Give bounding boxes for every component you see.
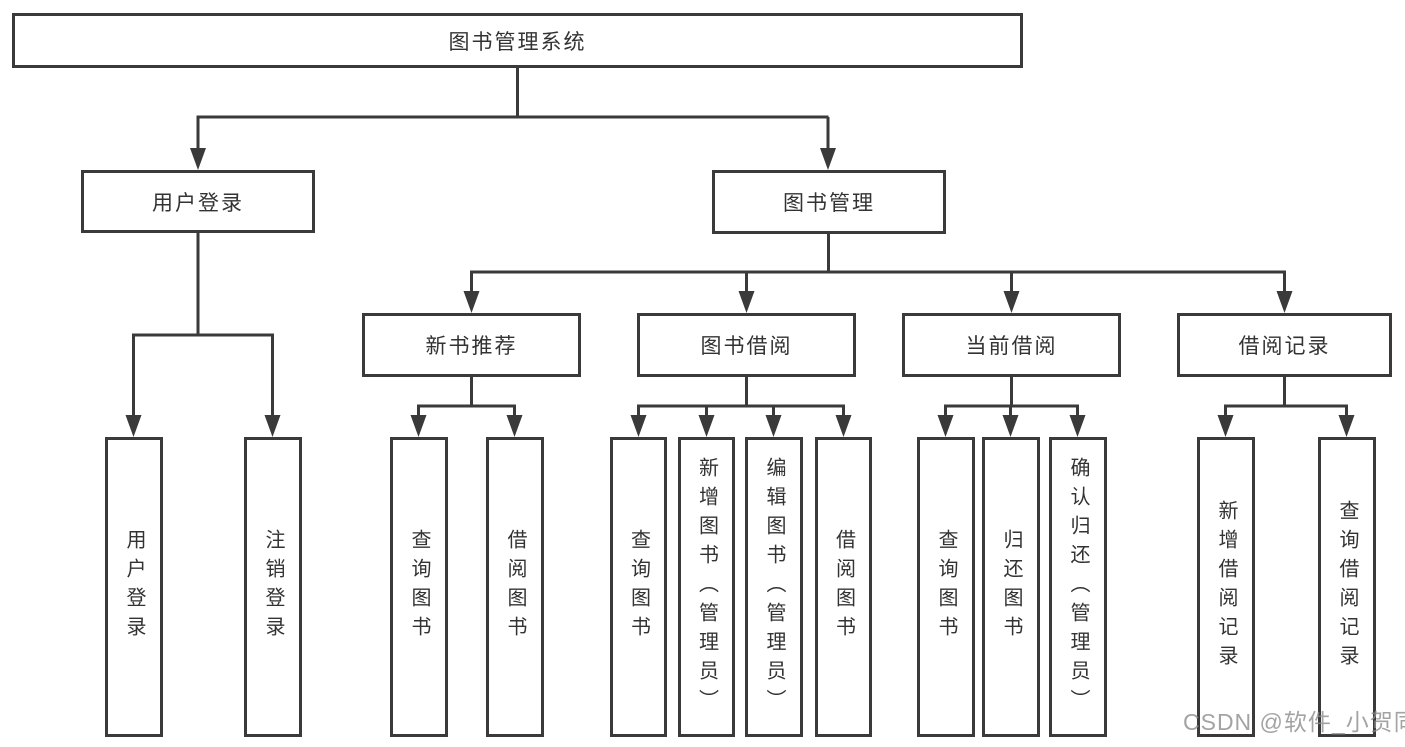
node-leaf-confirm-return-admin: 确认归还（管理员） — [1049, 437, 1107, 737]
node-label: 借阅图书 — [504, 529, 526, 645]
node-leaf-query-books-recommend: 查询图书 — [390, 437, 448, 737]
node-leaf-query-books-current: 查询图书 — [917, 437, 975, 737]
node-leaf-user-login: 用户登录 — [105, 437, 163, 737]
node-label: 查询借阅记录 — [1336, 500, 1358, 674]
node-label: 借阅图书 — [832, 529, 855, 645]
node-label: 查询图书 — [408, 529, 430, 645]
node-new-book-recommend: 新书推荐 — [362, 313, 581, 377]
node-leaf-return-books: 归还图书 — [982, 437, 1040, 737]
node-label: 查询图书 — [627, 529, 650, 645]
arrowheads — [125, 148, 1355, 437]
node-current-borrow: 当前借阅 — [902, 313, 1121, 377]
node-root-library-system: 图书管理系统 — [12, 13, 1023, 68]
node-leaf-add-borrow-record: 新增借阅记录 — [1197, 437, 1255, 737]
node-borrow-records: 借阅记录 — [1177, 313, 1392, 377]
csdn-watermark: CSDN @软件_小贺同学 — [1183, 709, 1405, 735]
node-label: 归还图书 — [1000, 529, 1022, 645]
node-leaf-query-books-borrow: 查询图书 — [610, 437, 667, 737]
node-leaf-add-books-admin: 新增图书（管理员） — [678, 437, 735, 737]
node-label: 新增图书（管理员） — [695, 456, 718, 718]
node-label: 确认归还（管理员） — [1067, 456, 1089, 718]
node-label: 查询图书 — [935, 529, 957, 645]
node-user-login: 用户登录 — [81, 170, 315, 233]
node-leaf-edit-books-admin: 编辑图书（管理员） — [745, 437, 803, 737]
node-label: 注销登录 — [262, 529, 284, 645]
node-label: 用户登录 — [123, 529, 145, 645]
node-book-borrow: 图书借阅 — [637, 313, 856, 377]
node-leaf-borrow-books: 借阅图书 — [815, 437, 872, 737]
node-label: 编辑图书（管理员） — [763, 456, 785, 718]
node-leaf-query-borrow-record: 查询借阅记录 — [1318, 437, 1376, 737]
node-leaf-borrow-books-recommend: 借阅图书 — [486, 437, 544, 737]
node-label: 新增借阅记录 — [1215, 500, 1237, 674]
node-leaf-logout: 注销登录 — [244, 437, 302, 737]
node-book-management: 图书管理 — [712, 170, 946, 234]
